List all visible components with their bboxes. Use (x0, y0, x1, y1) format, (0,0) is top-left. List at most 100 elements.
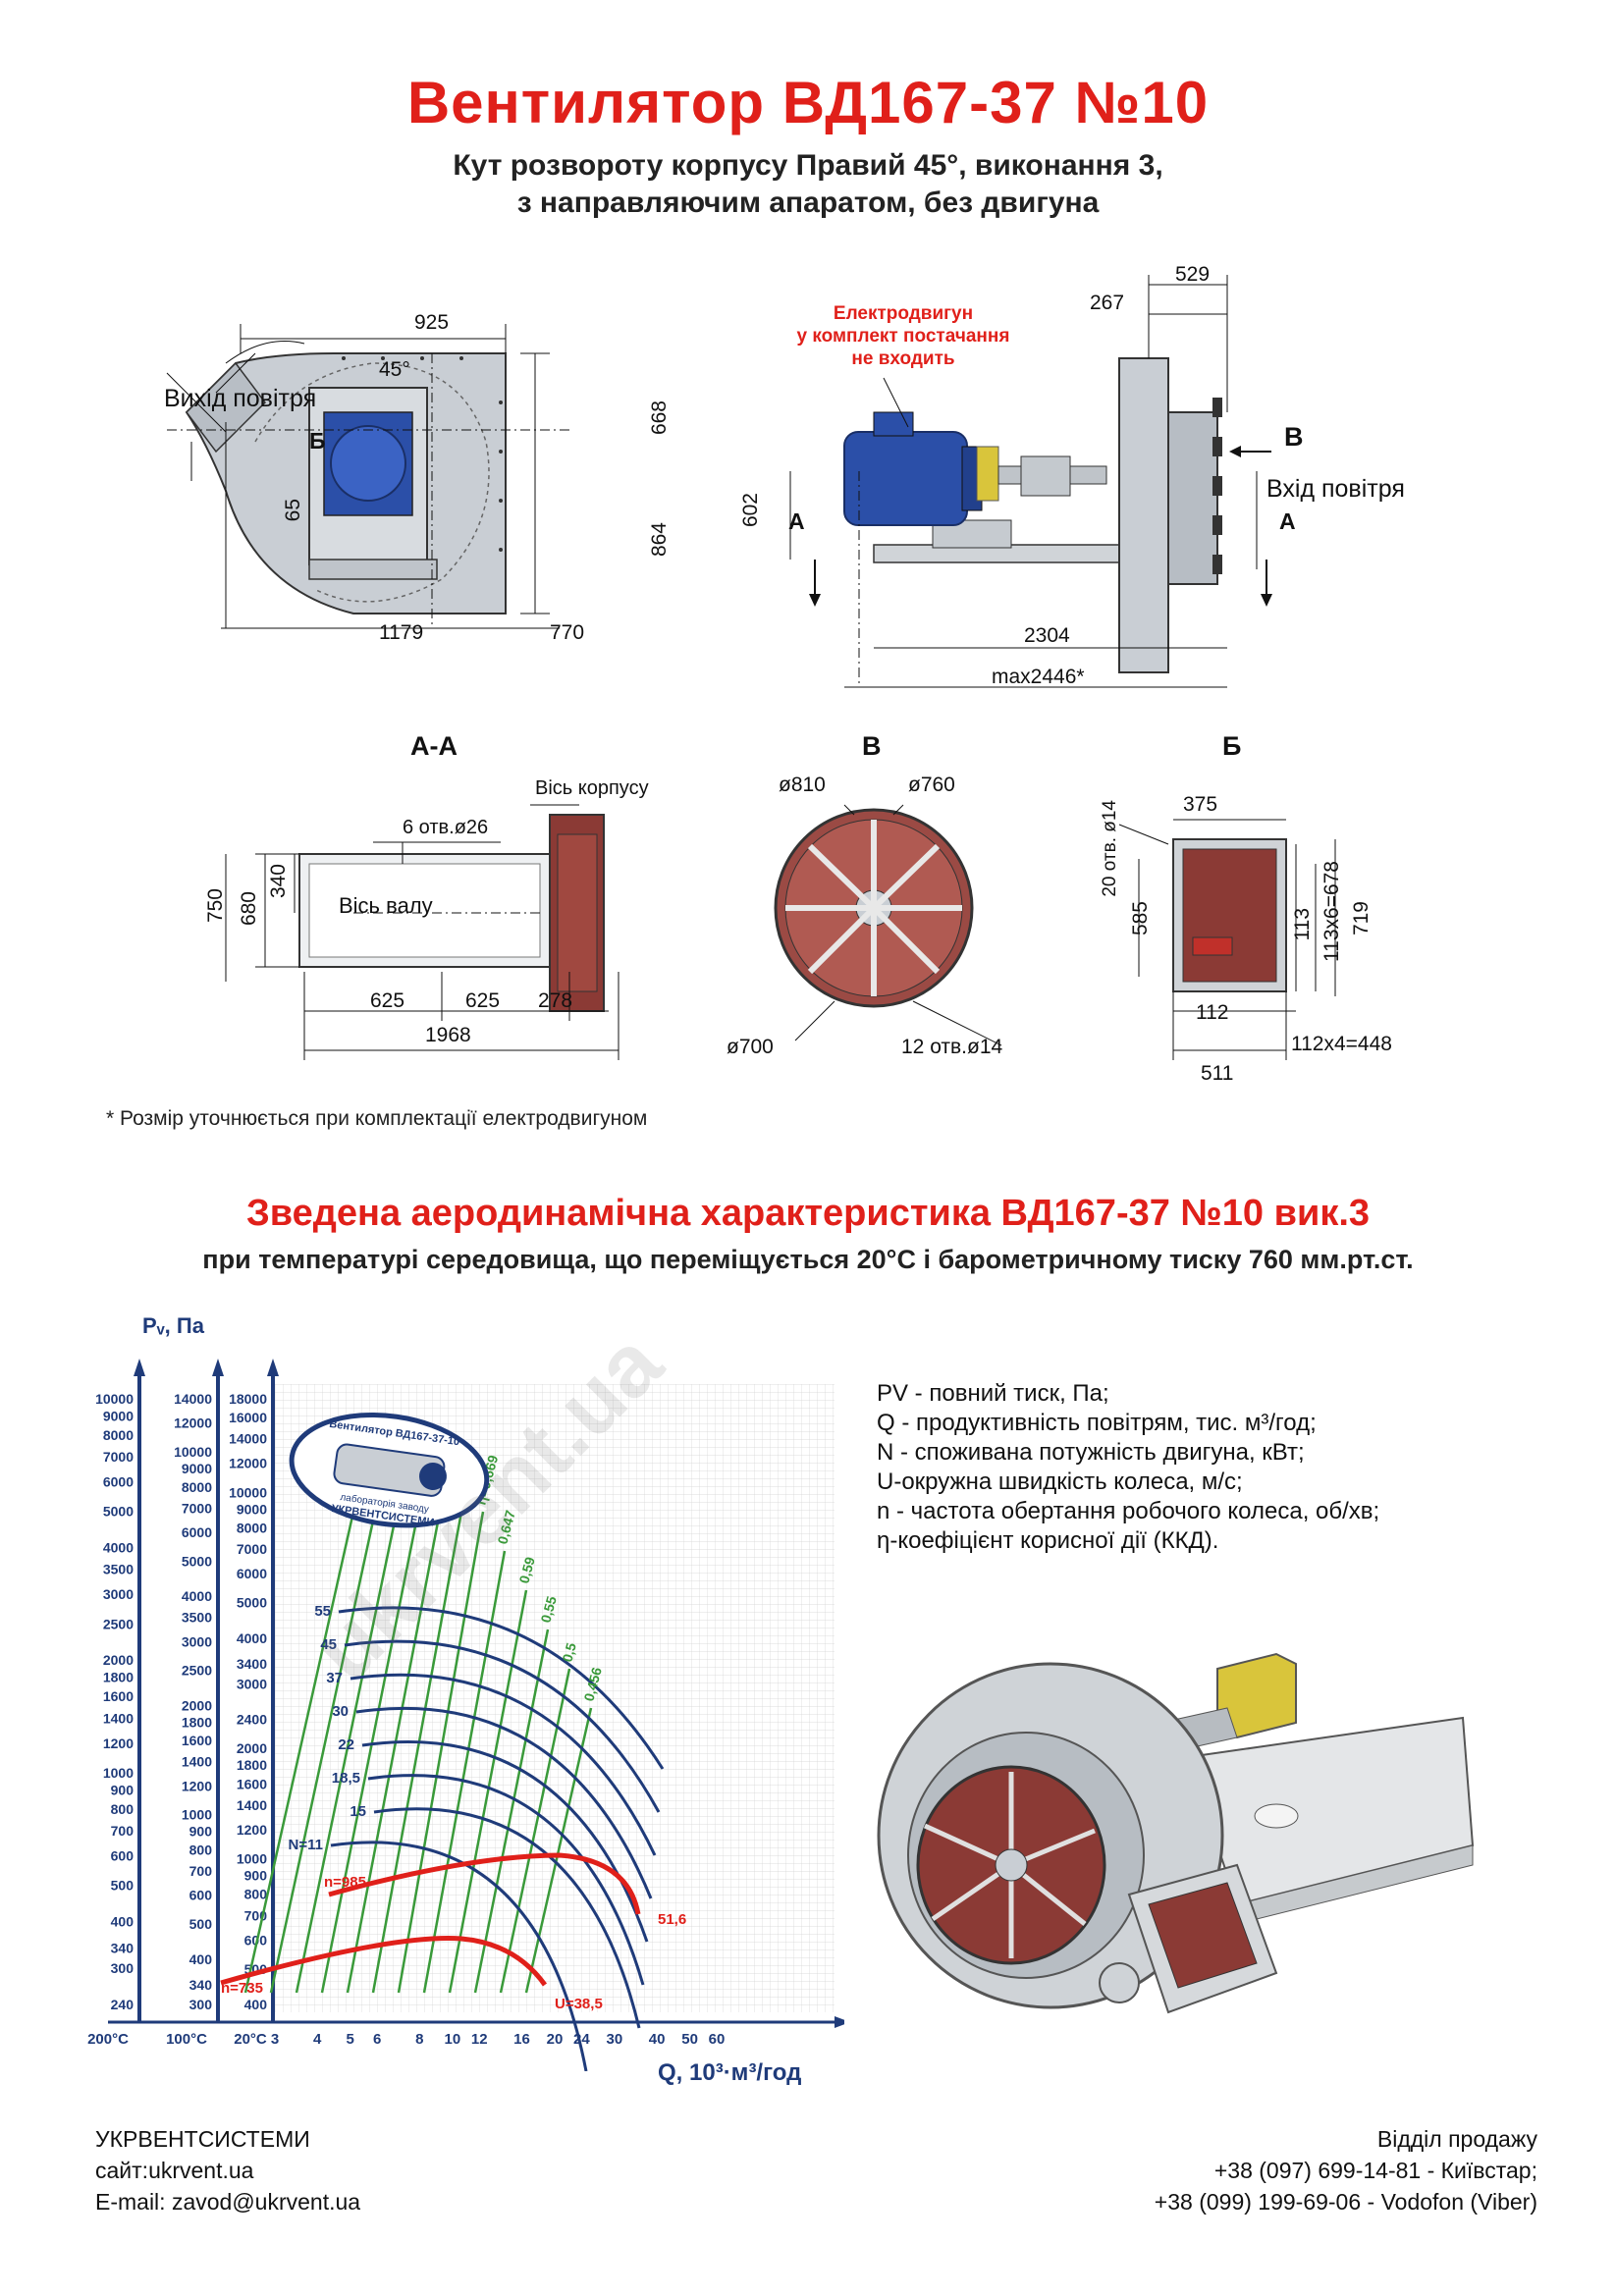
dim-340: 340 (267, 864, 290, 899)
y200-tick-label: 1200 (103, 1735, 134, 1751)
y100-tick-label: 900 (189, 1824, 213, 1840)
y100-tick-label: 700 (189, 1863, 213, 1879)
x-tick-label: 50 (681, 2031, 698, 2048)
x-tick-label: 8 (415, 2031, 423, 2048)
inlet-label: Вхід повітря (1266, 475, 1405, 503)
footer-phone-1[interactable]: +38 (097) 699-14-81 - Київстар; (1213, 2158, 1537, 2183)
y100-tick-label: 5000 (182, 1553, 212, 1569)
speed-curve-end-label: U=38,5 (555, 1996, 603, 2012)
y20-tick-label: 400 (244, 1997, 268, 2012)
axis-shaft-label: Вісь валу (339, 893, 433, 918)
y100-tick-label: 1400 (182, 1754, 212, 1770)
efficiency-line (448, 1589, 528, 1994)
dim-625a: 625 (370, 989, 405, 1012)
dim-max2446: max2446* (992, 666, 1085, 688)
y200-tick-label: 400 (111, 1913, 135, 1929)
y200-tick-label: 7000 (103, 1449, 134, 1465)
efficiency-label: 0,55 (537, 1594, 560, 1625)
y20-tick-label: 14000 (229, 1431, 267, 1447)
y200-tick-label: 3500 (103, 1562, 134, 1577)
v-holes: 12 отв.ø14 (901, 1036, 1003, 1058)
section-b-title: Б (1222, 731, 1242, 761)
x-axis-title: Q, 10³·м³/год (658, 2059, 802, 2086)
y20-tick-label: 1200 (237, 1822, 267, 1838)
efficiency-label: 0,59 (515, 1555, 538, 1585)
power-curve-label: 30 (332, 1703, 349, 1720)
y20-tick-label: 1400 (237, 1797, 267, 1813)
power-curve (338, 1606, 665, 1770)
y20-tick-label: 12000 (229, 1456, 267, 1471)
y100-tick-label: 12000 (174, 1415, 212, 1431)
dim-770: 770 (550, 621, 585, 644)
lab-badge: Вентилятор ВД167-37-10 лабораторія завод… (289, 1412, 490, 1529)
y100-tick-label: 400 (189, 1951, 213, 1967)
y200-tick-label: 300 (111, 1960, 135, 1976)
dim-2304: 2304 (1024, 624, 1070, 647)
x-tick-label: 60 (709, 2031, 726, 2048)
subtitle-line-2: з направляючим апаратом, без двигуна (516, 187, 1100, 219)
dim-602: 602 (739, 493, 762, 528)
footer-phone-2[interactable]: +38 (099) 199-69-06 - Vodofon (Viber) (1154, 2189, 1537, 2215)
power-curve (355, 1707, 653, 1899)
y100-tick-label: 1000 (182, 1807, 212, 1823)
power-curve-label: 15 (350, 1803, 366, 1820)
motor-note-line-3: не входить (851, 348, 955, 369)
efficiency-line (269, 1511, 377, 1994)
dim-d760: ø760 (908, 774, 955, 796)
y200-tick-label: 340 (111, 1940, 135, 1955)
dim-585: 585 (1129, 901, 1152, 936)
efficiency-line (397, 1511, 485, 1994)
y20-tick-label: 2400 (237, 1712, 267, 1728)
power-curve-label: 55 (314, 1603, 331, 1620)
footer-site[interactable]: сайт:ukrvent.ua (95, 2158, 254, 2183)
x-tick-label: 10 (445, 2031, 461, 2048)
y-axis-title: Pᵥ, Па (142, 1313, 204, 1338)
chart-title: Зведена аеродинамічна характеристика ВД1… (245, 1193, 1371, 1234)
x-tick-label: 3 (271, 2031, 279, 2048)
aa-holes: 6 отв.ø26 (403, 817, 489, 838)
front-view-drawing (166, 324, 569, 629)
legend-q: Q - продуктивність повітрям, тис. м³/год… (877, 1410, 1317, 1436)
mark-a-right: А (1279, 508, 1296, 534)
efficiency-line (473, 1629, 550, 1994)
legend-pv: PV - повний тиск, Па; (877, 1380, 1109, 1407)
legend-eta: η-коефіцієнт корисної дії (ККД). (877, 1527, 1219, 1554)
y100-tick-label: 1600 (182, 1733, 212, 1748)
section-mark-b: Б (309, 428, 326, 454)
y20-tick-label: 1000 (237, 1850, 267, 1866)
footer-email[interactable]: E-mail: zavod@ukrvent.ua (95, 2189, 361, 2215)
speed-curve (220, 1936, 548, 1987)
legend: PV - повний тиск, Па; Q - продуктивність… (877, 1379, 1379, 1556)
legend-n: N - споживана потужність двигуна, кВт; (877, 1439, 1305, 1466)
power-curve-label: N=11 (289, 1837, 323, 1853)
efficiency-line (346, 1511, 442, 1994)
efficiency-line (243, 1511, 355, 1994)
temperature-label: 20°С (234, 2031, 267, 2048)
y200-tick-label: 800 (111, 1801, 135, 1817)
efficiency-line (320, 1511, 420, 1994)
legend-rpm: n - частота обертання робочого колеса, о… (877, 1498, 1380, 1524)
efficiency-line (371, 1511, 463, 1994)
y20-tick-label: 9000 (237, 1501, 267, 1517)
dim-668: 668 (648, 400, 671, 436)
x-tick-label: 40 (649, 2031, 666, 2048)
y100-tick-label: 4000 (182, 1588, 212, 1604)
angle-45: 45° (379, 358, 410, 381)
y20-tick-label: 900 (244, 1868, 268, 1884)
efficiency-line (295, 1511, 399, 1994)
y100-tick-label: 500 (189, 1916, 213, 1932)
y200-tick-label: 2500 (103, 1616, 134, 1631)
axis-casing-label: Вісь корпусу (535, 777, 649, 799)
y20-tick-label: 3000 (237, 1676, 267, 1691)
section-aa-title: А-А (410, 731, 458, 761)
power-curve (330, 1841, 588, 2071)
y200-tick-label: 4000 (103, 1540, 134, 1556)
y100-tick-label: 8000 (182, 1479, 212, 1495)
y100-tick-label: 1800 (182, 1714, 212, 1730)
x-tick-label: 5 (347, 2031, 354, 2048)
dim-375: 375 (1183, 793, 1218, 816)
y20-tick-label: 600 (244, 1932, 268, 1948)
chart-subtitle: при температурі середовища, що переміщує… (202, 1245, 1414, 1274)
y20-tick-label: 10000 (229, 1484, 267, 1500)
y100-tick-label: 800 (189, 1842, 213, 1858)
